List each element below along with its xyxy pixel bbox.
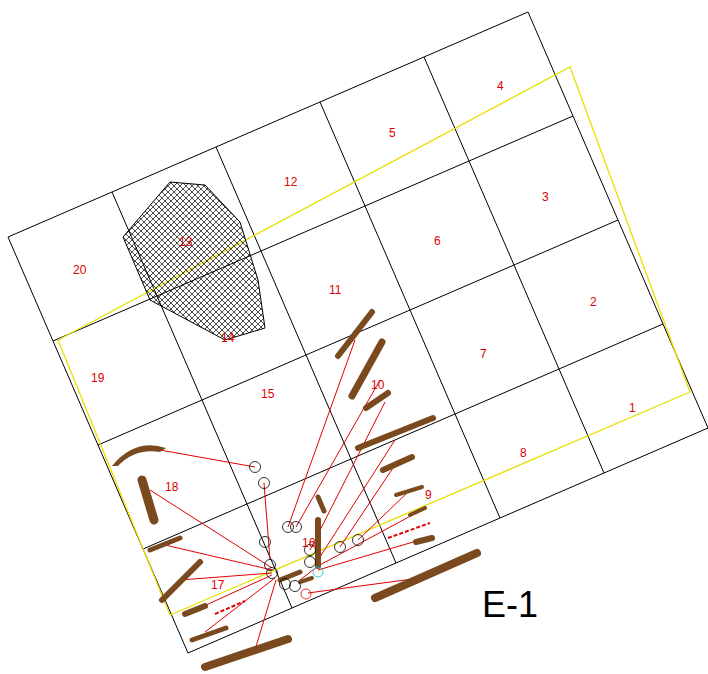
find-circle <box>280 579 291 590</box>
artifact <box>315 520 321 566</box>
grid-number: 11 <box>329 284 341 296</box>
find-circle <box>260 537 271 548</box>
red-artifact <box>215 601 245 614</box>
find-circle <box>313 567 323 577</box>
leader-line <box>340 465 395 547</box>
grid-number: 9 <box>425 489 432 501</box>
artifact <box>416 538 432 542</box>
hatched-feature <box>123 182 265 340</box>
artifact <box>150 538 180 550</box>
leader-line <box>318 440 395 560</box>
grid-line <box>8 12 528 237</box>
artifact <box>375 553 477 598</box>
grid-number: 17 <box>211 579 224 591</box>
red-artifact <box>388 523 430 538</box>
grid-number: 16 <box>302 537 315 549</box>
find-circle <box>259 478 270 489</box>
artifact <box>358 418 433 448</box>
leader-line <box>310 402 385 550</box>
artifact <box>410 508 425 515</box>
grid-line <box>188 428 708 653</box>
grid-number: 10 <box>371 379 384 391</box>
leader-line <box>205 578 275 632</box>
leader-line <box>255 580 276 650</box>
artifact <box>205 639 288 667</box>
artifact <box>192 628 226 640</box>
find-circle <box>265 560 276 571</box>
leader-line <box>264 483 270 560</box>
artifact <box>338 312 372 356</box>
artifact <box>318 497 324 511</box>
artifact <box>185 606 205 614</box>
grid-number: 20 <box>73 264 86 276</box>
artifact <box>112 445 166 466</box>
grid-number: 14 <box>221 332 234 344</box>
grid-number: 8 <box>520 447 527 459</box>
find-circle <box>291 522 302 533</box>
artifact <box>162 562 200 600</box>
grid-number: 2 <box>590 296 597 308</box>
leader-line <box>318 540 420 570</box>
grid-number: 12 <box>284 176 297 188</box>
grid-line <box>53 116 573 341</box>
find-circle <box>353 535 364 546</box>
grid-number: 6 <box>434 235 441 247</box>
yellow-boundary <box>58 67 690 615</box>
artifact <box>396 487 422 495</box>
leader-line <box>318 512 418 566</box>
leader-line <box>180 573 272 580</box>
artifact <box>366 393 388 408</box>
map-title: E-1 <box>482 587 538 623</box>
grid-number: 15 <box>261 388 274 400</box>
grid-number: 5 <box>389 127 396 139</box>
find-circle <box>305 557 316 568</box>
leader-line <box>160 450 255 467</box>
find-circle <box>250 462 261 473</box>
grid-number: 13 <box>179 236 192 248</box>
leader-line <box>288 340 355 527</box>
grid-number: 4 <box>497 80 504 92</box>
leader-line <box>165 545 272 570</box>
find-circle <box>335 542 346 553</box>
artifact <box>142 480 154 520</box>
grid-number: 1 <box>629 402 636 414</box>
find-circle <box>267 568 278 579</box>
find-circle <box>301 589 311 599</box>
grid-number: 18 <box>165 481 178 493</box>
artifact <box>300 578 312 582</box>
leader-line <box>296 380 380 527</box>
artifact <box>383 457 412 470</box>
grid-number: 7 <box>480 348 487 360</box>
grid-number: 19 <box>91 372 104 384</box>
grid-number: 3 <box>542 191 549 203</box>
find-circle <box>290 581 301 592</box>
leader-line <box>150 490 272 568</box>
